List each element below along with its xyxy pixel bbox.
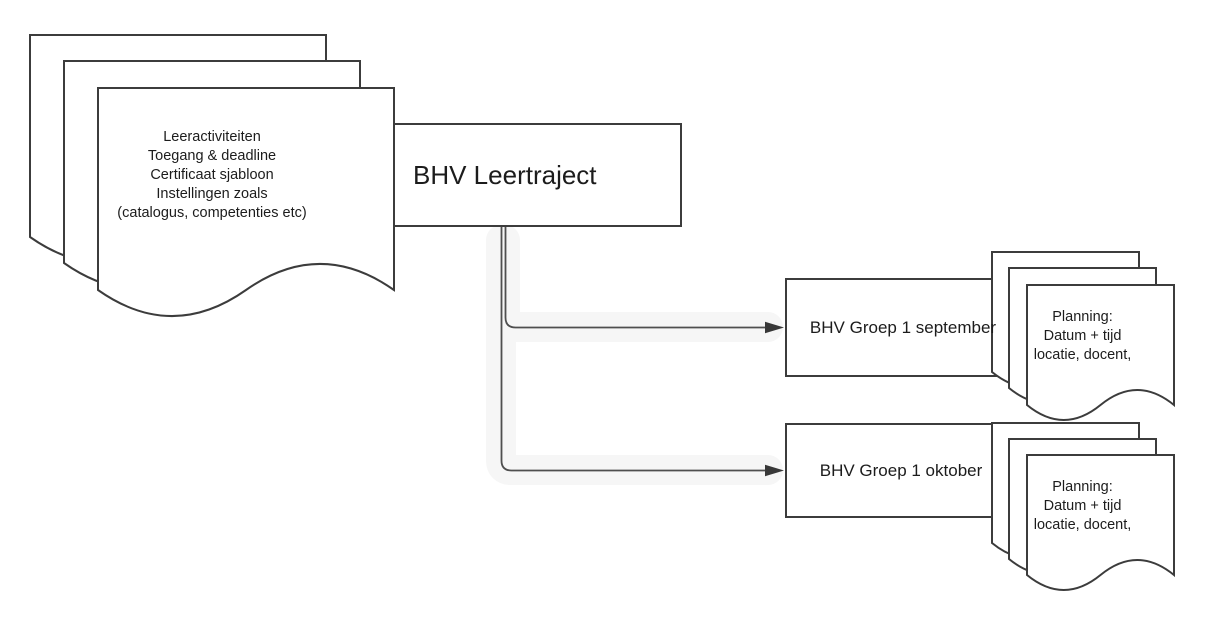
- arrowheads: [765, 321, 784, 477]
- arrowhead-group1: [765, 321, 784, 334]
- connector-lines: [500, 227, 767, 472]
- connector-shadow: [486, 225, 783, 485]
- node-bhv-groep-oktober: [785, 423, 993, 518]
- node-bhv-groep-september: [785, 278, 997, 377]
- arrowhead-group2: [765, 464, 784, 477]
- planning2-document-front: [1026, 454, 1175, 591]
- connector-to-group2: [500, 227, 767, 472]
- node-bhv-leertraject: [393, 123, 682, 227]
- planning1-document-front: [1026, 284, 1175, 421]
- config-document-front: [97, 87, 395, 318]
- connector-to-group1: [504, 227, 767, 329]
